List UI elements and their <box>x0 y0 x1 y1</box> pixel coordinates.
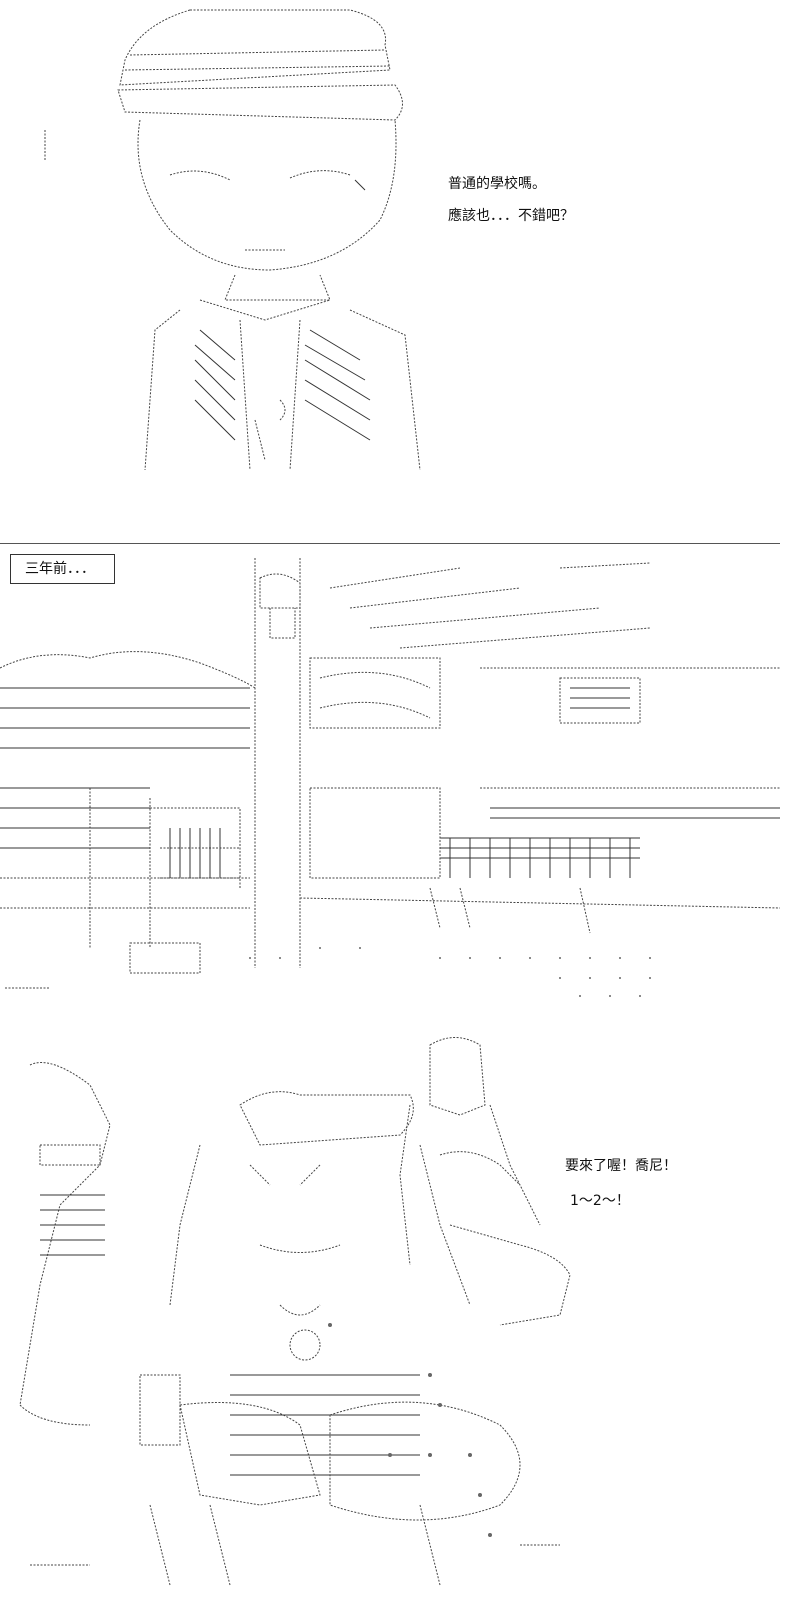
dialog-line-2: 應該也．．．不錯吧？ <box>448 208 574 224</box>
dialog-line-2: 1～2～！ <box>570 1193 630 1209</box>
cityscape-ascii-art <box>0 558 781 997</box>
dialog-line-1: 普通的學校嗎。 <box>448 176 546 192</box>
panel-cityscape: 三年前．．． <box>0 548 808 1018</box>
panel-band: 要來了喔！喬尼！ 1～2～！ <box>0 1025 808 1610</box>
panel-divider <box>0 543 780 544</box>
band-ascii-art <box>19 1037 571 1586</box>
panel-boy-portrait: 普通的學校嗎。 應該也．．．不錯吧？ <box>0 0 808 545</box>
dialog-line-1: 要來了喔！喬尼！ <box>565 1158 677 1174</box>
time-caption-box: 三年前．．． <box>10 554 115 584</box>
boy-ascii-art <box>44 9 421 471</box>
